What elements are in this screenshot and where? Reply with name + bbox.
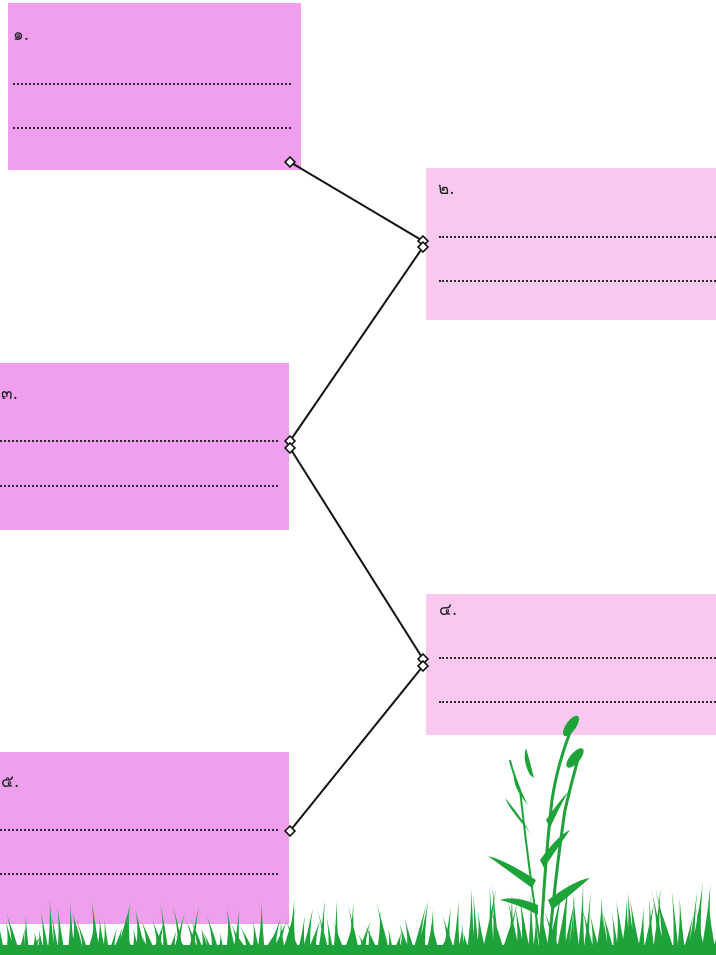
grass-blade [577,880,585,955]
grass-blade [67,903,75,955]
grass-blade [160,902,170,955]
plant-leaf [540,830,570,868]
grass-blade [581,907,595,955]
plant-stem [546,751,582,955]
plant-leaf [500,898,538,915]
box-number: ๒. [438,179,455,199]
cattail-head [566,748,584,768]
grass-blade [636,907,646,955]
grass-blade [519,895,531,955]
grass-blade [490,907,506,955]
answer-line[interactable] [0,873,278,875]
grass-blade [687,890,698,955]
box-5: ๕. [0,752,289,924]
grass-blade [442,914,457,955]
grass-blade [696,908,706,955]
box-1: ๑. [8,3,301,170]
grass-blade [562,895,576,955]
grass-base [0,945,716,955]
grass-blade [301,908,313,955]
grass-blade [642,899,655,955]
grass-blade [5,912,21,955]
grass-blade [475,911,487,955]
grass-blade [318,911,330,955]
answer-line[interactable] [439,657,716,659]
grass-blade [472,893,480,955]
grass-blade [256,902,266,955]
grass-blade [615,901,627,955]
grass-blade [47,899,55,955]
grass-blade [514,905,526,955]
grass-blade [659,906,676,955]
grass-blade [56,907,66,955]
answer-line[interactable] [439,236,716,238]
grass-blade [572,893,580,955]
answer-line[interactable] [439,701,716,703]
grass-blade [451,900,461,955]
grass-blade [507,899,521,955]
plant-leaf [548,878,590,910]
grass-blade [647,898,655,955]
box-4: ๔. [426,594,716,735]
grass-blade [705,901,716,955]
box-3: ๓. [0,363,289,530]
cattail-head [562,715,580,737]
answer-line[interactable] [13,127,291,129]
grass-blade [376,902,391,955]
grass-blade [582,891,591,955]
grass-blade [487,884,495,955]
plant-stem [538,719,577,955]
box-number: ๑. [13,25,30,45]
grass-blade [225,908,237,955]
answer-line[interactable] [0,829,278,831]
plant-leaf [488,856,536,888]
plant-icon [488,715,590,955]
answer-line[interactable] [13,83,291,85]
box-number: ๓. [1,384,19,404]
grass-blade [676,898,686,955]
answer-line[interactable] [439,280,716,282]
grass-blade [72,912,85,955]
grass-blade [602,911,615,955]
grass-blade [40,911,50,955]
box-number: ๔. [439,600,458,620]
answer-line[interactable] [0,440,278,442]
grass-blade [544,910,562,955]
plant-leaf [546,792,568,828]
grass-blade [466,888,476,955]
grass-blade [91,900,101,955]
grass-blade [590,914,601,955]
grass-blade [555,879,570,955]
grass-blade [348,905,361,955]
plant-stem [519,789,543,955]
plant-leaf [524,748,534,778]
grass-blade [411,903,427,955]
box-2: ๒. [426,168,716,320]
grass-blade [492,883,500,955]
answer-line[interactable] [0,485,278,487]
grass-blade [567,905,575,955]
box-number: ๕. [1,772,20,792]
plant-leaf [505,798,532,836]
grass-blade [115,900,132,955]
grass-blade [671,889,680,955]
grass-blade [135,908,147,955]
grass-blade [541,913,551,955]
grass-blade [527,891,535,955]
grass-blade [206,913,221,955]
grass-blade [630,899,642,955]
